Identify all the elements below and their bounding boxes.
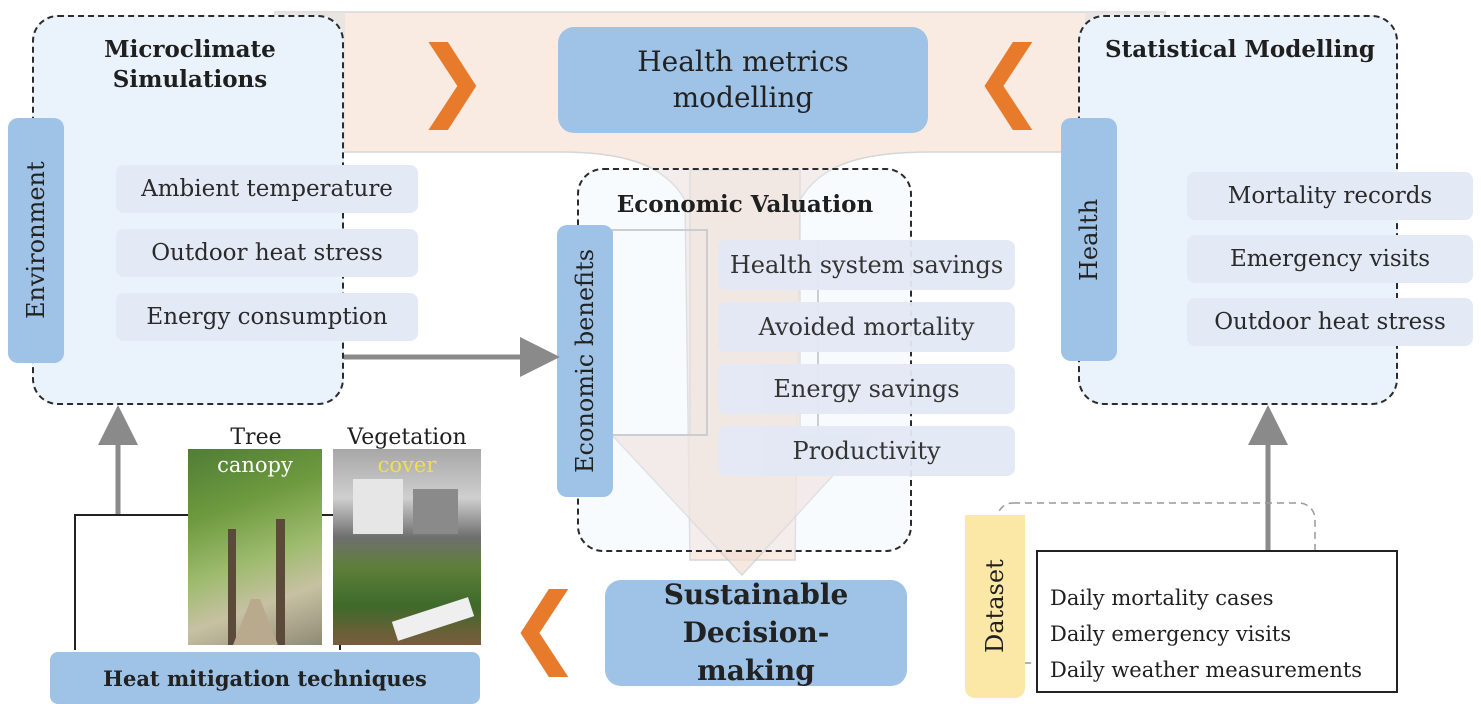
statistical-title: Statistical Modelling	[1105, 36, 1375, 63]
economic-title: Economic Valuation	[616, 191, 874, 218]
building-shape	[353, 479, 403, 534]
dataset-box: Daily mortality cases Daily emergency vi…	[1036, 550, 1398, 693]
building-shape	[413, 489, 458, 534]
item-productivity: Productivity	[718, 426, 1015, 476]
tree-trunk	[276, 519, 285, 645]
chevron-left-icon-bottom: ❮	[508, 574, 582, 677]
sign-shape	[391, 597, 475, 641]
dataset-item: Daily mortality cases	[1050, 586, 1274, 610]
dataset-label: Dataset	[965, 515, 1025, 698]
sustainable-decision-box: Sustainable Decision-making	[605, 578, 907, 687]
tree-trunk	[228, 529, 236, 645]
chevron-right-icon-left: ❯	[415, 27, 489, 130]
tree-canopy-caption: canopy	[217, 453, 293, 477]
item-emergency-visits: Emergency visits	[1187, 235, 1473, 283]
tree-label: Tree	[230, 425, 282, 450]
vegetation-cover-photo: cover	[333, 449, 481, 645]
item-avoided-mortality: Avoided mortality	[718, 302, 1015, 352]
vegetation-cover-caption: cover	[377, 453, 437, 477]
bracket-line	[74, 514, 190, 650]
microclimate-title: Microclimate Simulations	[104, 36, 276, 93]
health-metrics-label: Health metrics modelling	[637, 44, 849, 114]
path-shape	[233, 599, 278, 645]
item-health-system-savings: Health system savings	[718, 240, 1015, 290]
sustainable-decision-label: Sustainable Decision-making	[663, 578, 849, 687]
heat-mitigation-box: Heat mitigation techniques	[50, 652, 480, 704]
tree-canopy-photo: canopy	[188, 449, 322, 645]
dataset-item: Daily emergency visits	[1050, 622, 1292, 646]
item-outdoor-heat-stress: Outdoor heat stress	[116, 229, 418, 277]
dataset-item: Daily weather measurements	[1050, 658, 1363, 682]
item-mortality-records: Mortality records	[1187, 172, 1473, 220]
item-ambient-temperature: Ambient temperature	[116, 165, 418, 213]
economic-panel	[577, 168, 912, 552]
item-energy-savings: Energy savings	[718, 364, 1015, 414]
health-metrics-box: Health metrics modelling	[558, 27, 928, 133]
item-outdoor-heat-stress-right: Outdoor heat stress	[1187, 298, 1473, 346]
item-energy-consumption: Energy consumption	[116, 293, 418, 341]
vegetation-label: Vegetation	[347, 425, 467, 450]
chevron-left-icon-right: ❮	[972, 27, 1046, 130]
